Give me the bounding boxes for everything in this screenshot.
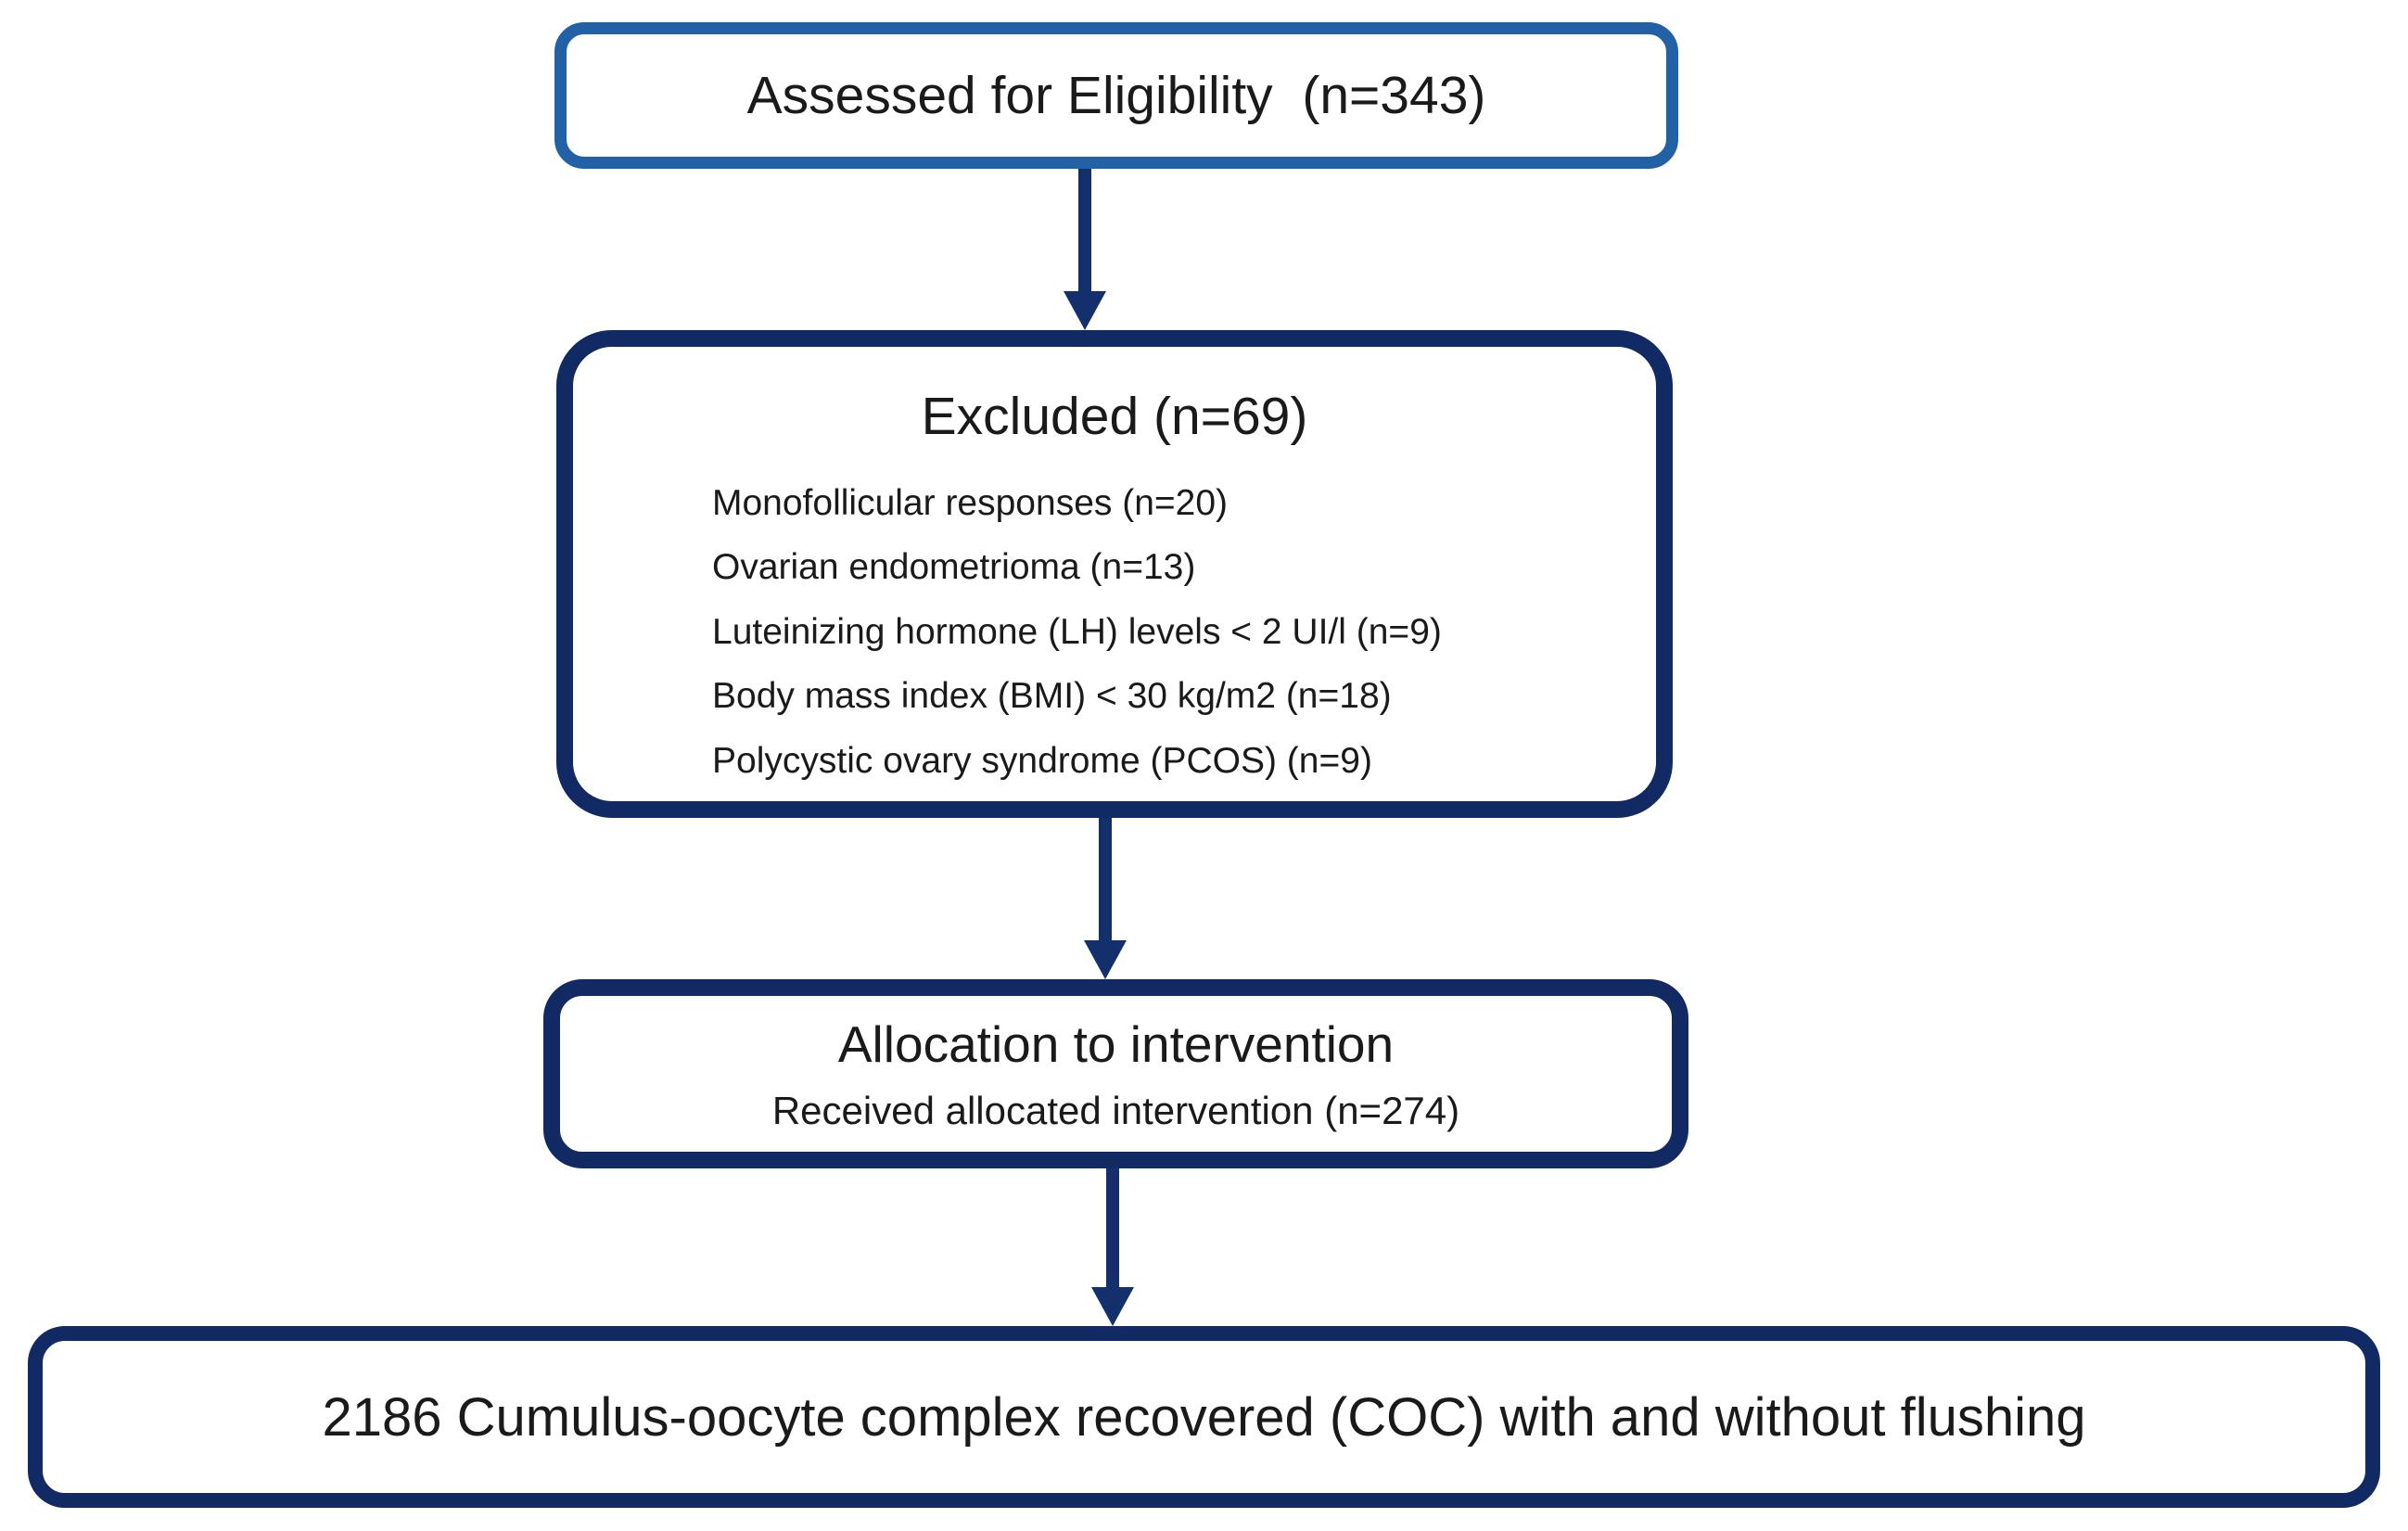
box-allocation: Allocation to intervention Received allo… <box>543 979 1688 1168</box>
flow-arrow-2-head <box>1084 940 1127 979</box>
box-outcome: 2186 Cumulus-oocyte complex recovered (C… <box>28 1326 2380 1508</box>
allocation-subtitle: Received allocated intervention (n=274) <box>771 1089 1460 1132</box>
excluded-item: Polycystic ovary syndrome (PCOS) (n=9) <box>712 740 1372 781</box>
assessed-eligibility-label: Assessed for Eligibility (n=343) <box>746 66 1486 125</box>
flow-arrow-1-stem <box>1078 169 1091 293</box>
excluded-item: Body mass index (BMI) < 30 kg/m2 (n=18) <box>712 676 1392 717</box>
allocation-title: Allocation to intervention <box>837 1015 1395 1073</box>
box-excluded: Excluded (n=69) Monofollicular responses… <box>556 330 1673 818</box>
box-assessed-eligibility: Assessed for Eligibility (n=343) <box>554 22 1678 169</box>
outcome-label: 2186 Cumulus-oocyte complex recovered (C… <box>322 1386 2086 1448</box>
flow-arrow-1-head <box>1064 291 1106 330</box>
excluded-item: Monofollicular responses (n=20) <box>712 483 1229 523</box>
excluded-title: Excluded (n=69) <box>921 387 1308 446</box>
excluded-item: Luteinizing hormone (LH) levels < 2 UI/l… <box>712 611 1442 652</box>
excluded-item-list: Monofollicular responses (n=20) Ovarian … <box>712 471 1637 793</box>
flow-arrow-3-head <box>1091 1287 1134 1326</box>
flow-arrow-2-stem <box>1099 818 1112 942</box>
excluded-item: Ovarian endometrioma (n=13) <box>712 547 1196 588</box>
flow-arrow-3-stem <box>1106 1168 1119 1289</box>
